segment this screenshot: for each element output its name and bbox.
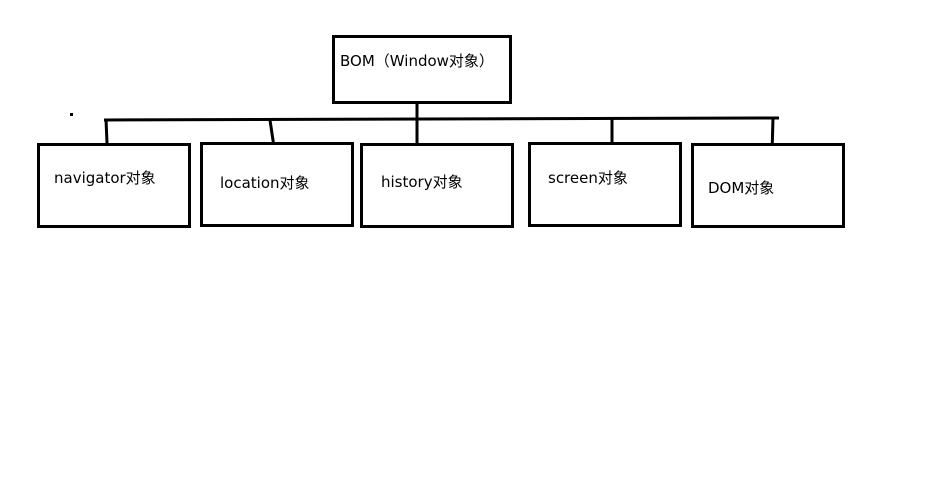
navigator-label: navigator对象 (54, 169, 156, 187)
screen-box: screen对象 (528, 142, 682, 227)
navigator-box: navigator对象 (37, 143, 191, 228)
bom-window-label: BOM（Window对象） (340, 52, 494, 70)
dom-label: DOM对象 (708, 179, 775, 197)
stray-dot (70, 113, 73, 116)
dom-box: DOM对象 (691, 143, 845, 228)
navigator-connector (104, 118, 109, 144)
horizontal-bus (103, 116, 780, 122)
location-box: location对象 (200, 142, 354, 227)
bom-window-box: BOM（Window对象） (332, 35, 512, 104)
location-label: location对象 (220, 174, 310, 192)
screen-label: screen对象 (548, 169, 628, 187)
history-box: history对象 (360, 143, 514, 228)
history-label: history对象 (381, 173, 463, 191)
